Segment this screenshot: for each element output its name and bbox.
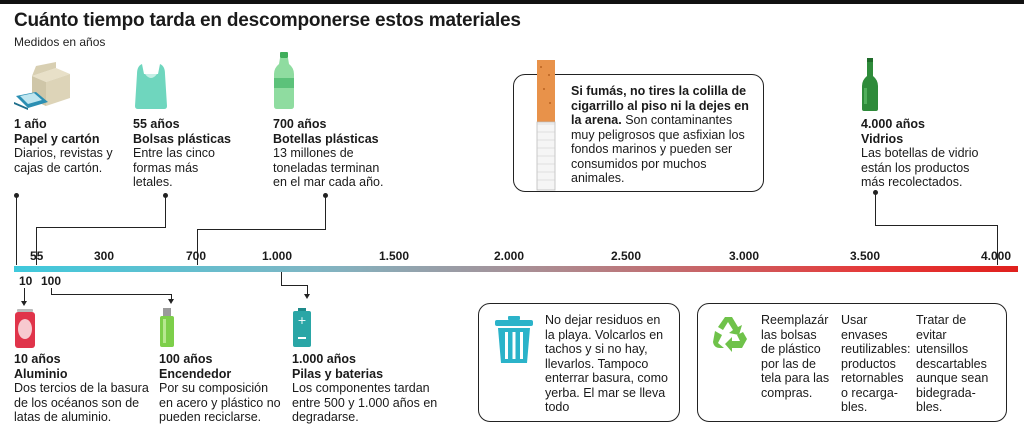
connector-line xyxy=(325,195,326,229)
carton-icon xyxy=(14,62,70,110)
battery-icon: + xyxy=(293,308,311,347)
arrow-encendedor xyxy=(168,299,174,304)
tick-label: 1.000 xyxy=(262,249,293,263)
item-years: 55 años xyxy=(133,117,180,131)
item-years: 10 años xyxy=(14,352,61,366)
item-bolsas: 55 años Bolsas plásticas Entre las cinco… xyxy=(133,117,238,190)
tick-label: 2.500 xyxy=(611,249,642,263)
tick-label: 4.000 xyxy=(981,249,1012,263)
plastic-bag-icon xyxy=(135,64,167,109)
aluminum-can-icon xyxy=(15,309,35,348)
item-years: 100 años xyxy=(159,352,213,366)
item-name: Botellas plásticas xyxy=(273,131,379,146)
item-papel: 1 año Papel y cartón Diarios, revistas y… xyxy=(14,117,114,175)
cigarette-icon xyxy=(536,60,556,191)
item-botellas: 700 años Botellas plásticas 13 millones … xyxy=(273,117,393,190)
top-rule xyxy=(0,0,1024,4)
connector-line xyxy=(307,285,308,295)
item-years: 1.000 años xyxy=(292,352,356,366)
tick-label: 3.500 xyxy=(850,249,881,263)
item-years: 1 año xyxy=(14,117,47,131)
tick-label: 700 xyxy=(186,249,207,263)
connector-line xyxy=(171,294,172,300)
arrow-aluminio xyxy=(21,301,27,306)
tick-label: 1.500 xyxy=(379,249,410,263)
connector-line xyxy=(875,192,876,225)
connector-line xyxy=(51,294,172,295)
lighter-icon xyxy=(160,308,174,347)
trash-tip-text: No dejar residuos en la playa. Volcarlos… xyxy=(545,313,668,414)
svg-text:+: + xyxy=(297,314,306,327)
item-desc: 13 millones de toneladas terminan en el … xyxy=(273,146,384,189)
recycle-tip-1: Reemplazár las bolsas de plástico por la… xyxy=(761,313,830,400)
item-desc: Las botellas de vidrio están los product… xyxy=(861,146,979,189)
item-desc: Entre las cinco formas más letales. xyxy=(133,146,215,189)
glass-bottle-icon xyxy=(862,58,878,111)
tick-label: 3.000 xyxy=(729,249,760,263)
arrow-pilas xyxy=(304,294,310,299)
connector-line xyxy=(36,227,37,265)
tick-label: 100 xyxy=(41,274,62,288)
connector-line xyxy=(197,229,198,265)
item-desc: Diarios, revistas y cajas de cartón. xyxy=(14,146,113,175)
item-years: 700 años xyxy=(273,117,327,131)
plastic-bottle-icon xyxy=(274,52,294,109)
connector-line xyxy=(281,285,308,286)
connector-line xyxy=(997,225,998,265)
cigarette-info-rest: Son contaminantes muy peligrosos que asf… xyxy=(571,113,745,185)
chart-title: Cuánto tiempo tarda en descomponerse est… xyxy=(14,10,521,31)
timeline-bar xyxy=(14,266,1018,272)
tick-label: 300 xyxy=(94,249,115,263)
tick-label: 55 xyxy=(30,249,44,263)
connector-line xyxy=(197,229,326,230)
item-aluminio: 10 años Aluminio Dos tercios de la basur… xyxy=(14,352,154,425)
tick-label: 2.000 xyxy=(494,249,525,263)
cigarette-info-text: Si fumás, no tires la colilla de cigarri… xyxy=(571,84,751,186)
item-name: Aluminio xyxy=(14,366,68,381)
connector-line xyxy=(51,288,52,294)
recycle-tips-box xyxy=(697,303,1007,422)
trash-bin-icon xyxy=(495,316,533,363)
connector-line xyxy=(36,227,166,228)
item-encendedor: 100 años Encendedor Por su composición e… xyxy=(159,352,284,425)
connector-line xyxy=(16,195,17,265)
cigarette-info-bold: Si fumás, no tires la colilla de cigarri… xyxy=(571,84,749,127)
item-name: Bolsas plásticas xyxy=(133,131,231,146)
item-name: Papel y cartón xyxy=(14,131,100,146)
connector-line xyxy=(24,288,25,302)
chart-subtitle: Medidos en años xyxy=(14,35,106,49)
recycle-icon xyxy=(713,317,747,352)
item-years: 4.000 años xyxy=(861,117,925,131)
item-name: Pilas y baterias xyxy=(292,366,384,381)
item-desc: Dos tercios de la basura de los océanos … xyxy=(14,381,149,424)
item-desc: Los componentes tardan entre 500 y 1.000… xyxy=(292,381,438,424)
connector-line xyxy=(165,195,166,227)
connector-line xyxy=(875,225,997,226)
item-name: Encendedor xyxy=(159,366,232,381)
tick-label: 10 xyxy=(19,274,33,288)
recycle-tip-3: Tratar de evitar utensillos descartables… xyxy=(916,313,989,414)
item-name: Vidrios xyxy=(861,131,904,146)
item-vidrios: 4.000 años Vidrios Las botellas de vidri… xyxy=(861,117,981,190)
recycle-tip-2: Usar envases reutilizables: productos re… xyxy=(841,313,911,414)
connector-line xyxy=(281,272,282,285)
item-pilas: 1.000 años Pilas y baterias Los componen… xyxy=(292,352,442,425)
item-desc: Por su composición en acero y plástico n… xyxy=(159,381,281,424)
